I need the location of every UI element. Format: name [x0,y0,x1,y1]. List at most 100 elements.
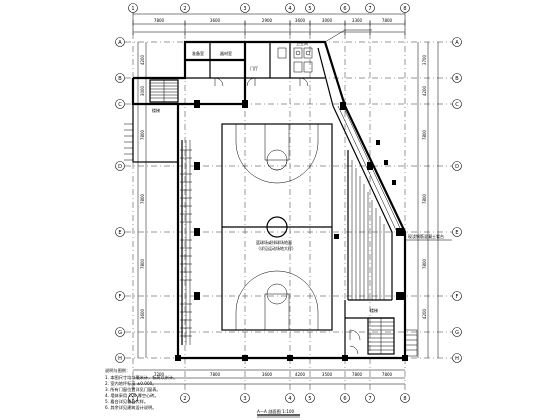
axis-right-c: C [455,102,459,108]
notes-line-5: 5. 看台详见看台大样。 [105,398,148,405]
dim-left-3: 7800 [140,129,145,140]
north-rooms [185,42,325,90]
axis-bottom-8: 8 [403,396,406,402]
axis-top-5: 5 [308,6,311,12]
dim-right-2: 4200 [422,85,427,96]
dim-top-2: 3600 [210,18,221,23]
axis-bottom-1: 1 [131,396,134,402]
axis-bubbles-left: A B C D E F G H [115,37,125,363]
axis-right-f: F [456,294,459,300]
room-label-5: 楼梯 [152,107,160,113]
court-note-line-2: （详见运动场地大样） [256,245,296,251]
axis-right-d: D [455,164,459,170]
notes-block: 说明与图例： 1. 本图尺寸均以毫米计，标高以米计。 2. 室内地坪标高 ±0.… [105,367,177,411]
room-label-4: 门厅 [250,65,258,71]
axis-right-e: E [455,230,458,236]
right-dimension-lines [417,42,439,358]
northwest-stair [124,79,179,163]
dim-bottom-5: 3500 [322,372,333,377]
axis-top-8: 8 [403,6,406,12]
drawing-title: A—A 剖面图 1:100 [257,408,300,418]
dim-left-1: 4200 [140,54,145,65]
court-note-line-1: 篮球场或排球场地面 [256,239,292,245]
axis-left-b: B [118,76,122,82]
drawing-title-text: A—A 剖面图 1:100 [257,408,295,415]
axis-top-3: 3 [243,6,246,12]
dim-left-6: 3600 [140,308,145,319]
axis-bottom-5: 5 [308,396,311,402]
top-dimension-lines [132,11,406,35]
dim-bottom-7: 7800 [382,372,393,377]
bottom-dimension-texts: 7200 7800 3600 4200 3500 7800 7800 [154,372,393,377]
dim-bottom-3: 3600 [262,372,273,377]
axis-bottom-2: 2 [183,396,186,402]
dim-bottom-1: 7200 [154,372,165,377]
room-label-3: 卫生间 [296,40,308,46]
axis-right-b: B [455,76,459,82]
door-swings [214,77,309,87]
axis-right-a: A [455,40,459,46]
dim-top-1: 7800 [154,18,165,23]
axis-bottom-6: 6 [343,396,346,402]
axis-left-a: A [118,40,122,46]
dim-bottom-2: 7800 [210,372,221,377]
axis-top-7: 7 [368,6,371,12]
notes-heading: 说明与图例： [105,367,130,374]
right-dimension-texts: 3700 4200 7800 7800 7800 4200 [422,54,427,319]
dim-top-7: 7800 [382,18,393,23]
bottom-dimension-lines [133,369,405,385]
axis-right-h: H [455,356,459,362]
dim-bottom-4: 4200 [295,372,306,377]
notes-line-3: 3. 所有门窗位置详见门窗表。 [105,386,161,393]
side-note-text: 现浇钢筋混凝土看台 [408,233,444,239]
axis-top-2: 2 [183,6,186,12]
basketball-court [221,123,333,331]
axis-bubbles-right: A B C D E F G H [452,37,462,363]
axis-bubbles-bottom: 1 2 3 4 5 6 7 8 [128,393,410,403]
axis-left-g: G [118,330,122,336]
dim-left-5: 7800 [140,258,145,269]
notes-line-6: 6. 其余详见建筑设计说明。 [105,404,156,411]
west-seating [180,140,192,345]
dim-right-3: 7800 [422,129,427,140]
side-note: 现浇钢筋混凝土看台 楼梯 [370,233,452,313]
southeast-stair [344,300,418,358]
dim-top-3: 2900 [262,18,273,23]
dim-left-4: 7800 [140,193,145,204]
axis-bottom-3: 3 [243,396,246,402]
axis-left-d: D [118,164,122,170]
left-dimension-texts: 4200 3000 7800 7800 7800 3600 [140,54,145,319]
dim-top-4: 3600 [295,18,306,23]
dim-left-2: 3000 [140,85,145,96]
left-dimension-lines [137,42,147,358]
room-labels: 准备室 器材室 卫生间 门厅 楼梯 [152,40,308,113]
axis-left-e: E [118,230,121,236]
dim-top-5: 3000 [322,18,333,23]
stair-label: 楼梯 [370,307,378,313]
axis-left-c: C [118,102,122,108]
notes-line-2: 2. 室内地坪标高 ±0.000。 [105,380,156,387]
axis-grid [125,20,452,392]
axis-bottom-7: 7 [368,396,371,402]
room-label-1: 准备室 [192,50,204,56]
axis-right-g: G [455,330,459,336]
dim-right-6: 4200 [422,308,427,319]
room-label-2: 器材室 [220,50,232,56]
axis-left-f: F [119,294,122,300]
dim-right-5: 7800 [422,258,427,269]
court-note: 篮球场或排球场地面 （详见运动场地大样） [256,234,339,251]
axis-top-4: 4 [288,6,291,12]
axis-left-h: H [118,356,122,362]
dim-bottom-6: 7800 [352,372,363,377]
dim-right-4: 7800 [422,193,427,204]
axis-top-6: 6 [343,6,346,12]
dim-right-1: 3700 [422,54,427,65]
dim-top-6: 3300 [352,18,363,23]
east-seating [337,105,401,301]
top-dimension-texts: 7800 3600 2900 3600 3000 3300 7800 [154,18,393,23]
axis-bubbles-top: 1 2 3 4 5 6 7 8 [128,3,410,13]
axis-top-1: 1 [131,6,134,12]
notes-line-4: 4. 墙体采用 200 厚空心砖。 [105,392,159,399]
ne-leader [324,29,372,43]
